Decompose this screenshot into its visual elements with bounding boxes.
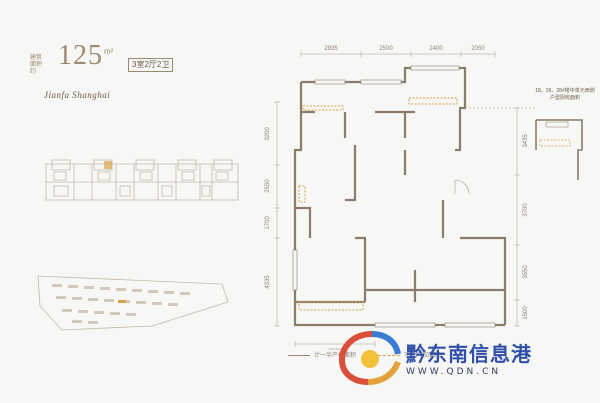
area-label-line1: 建筑 — [30, 55, 43, 61]
legend-solid-label: 计一半产权面积 — [314, 353, 357, 359]
floor-plan: 2935 2500 2400 2050 3500 3200 2550 1700 … — [265, 46, 535, 350]
watermark-url: WWW.QDN.CN — [406, 367, 502, 377]
dim-left-1: 3200 — [265, 127, 271, 141]
building-key-plan — [45, 159, 239, 201]
legend-solid: 计一半产权面积 — [288, 350, 356, 359]
dashed-zones — [298, 97, 458, 311]
area-label: 建筑 面积约 — [30, 55, 46, 76]
site-unit-marker — [118, 300, 126, 303]
legend-dashed-swatch — [378, 354, 400, 356]
layout-badge: 3室2厅2卫 — [128, 58, 174, 72]
dim-right-2: 3700 — [523, 203, 529, 217]
legend-solid-swatch — [288, 354, 310, 356]
legend-dashed: 不计产权面积 — [378, 350, 440, 359]
dim-bottom-1: 3500 — [328, 349, 342, 350]
dim-right-4: 1500 — [523, 306, 529, 320]
area-unit: m² — [104, 47, 114, 56]
legend-dashed-label: 不计产权面积 — [404, 353, 441, 359]
dim-left-2: 2550 — [265, 179, 271, 193]
brand-name: Jianfa Shanghai — [44, 90, 111, 100]
dim-top-2: 2500 — [379, 46, 393, 52]
watermark-title: 黔东南信息港 — [406, 342, 532, 366]
dim-right-1: 3435 — [523, 134, 529, 148]
kitchen-detail-inset — [535, 119, 583, 180]
dim-top-3: 2400 — [429, 46, 443, 52]
area-value: 125 — [58, 40, 103, 71]
dim-right-3: 3550 — [523, 265, 529, 279]
dim-left-4: 4335 — [265, 275, 271, 289]
dim-left-3: 1700 — [265, 216, 271, 230]
area-label-line2: 面积约 — [30, 62, 43, 75]
dim-top-1: 2935 — [324, 46, 338, 52]
dim-top-4: 2050 — [471, 46, 485, 52]
unit-marker — [104, 161, 112, 169]
walls — [293, 66, 507, 327]
kitchen-note: 18、26、28#楼中单元西侧户型厨房面积 — [535, 88, 595, 101]
watermark-logo — [338, 331, 401, 385]
site-plan — [37, 275, 229, 331]
